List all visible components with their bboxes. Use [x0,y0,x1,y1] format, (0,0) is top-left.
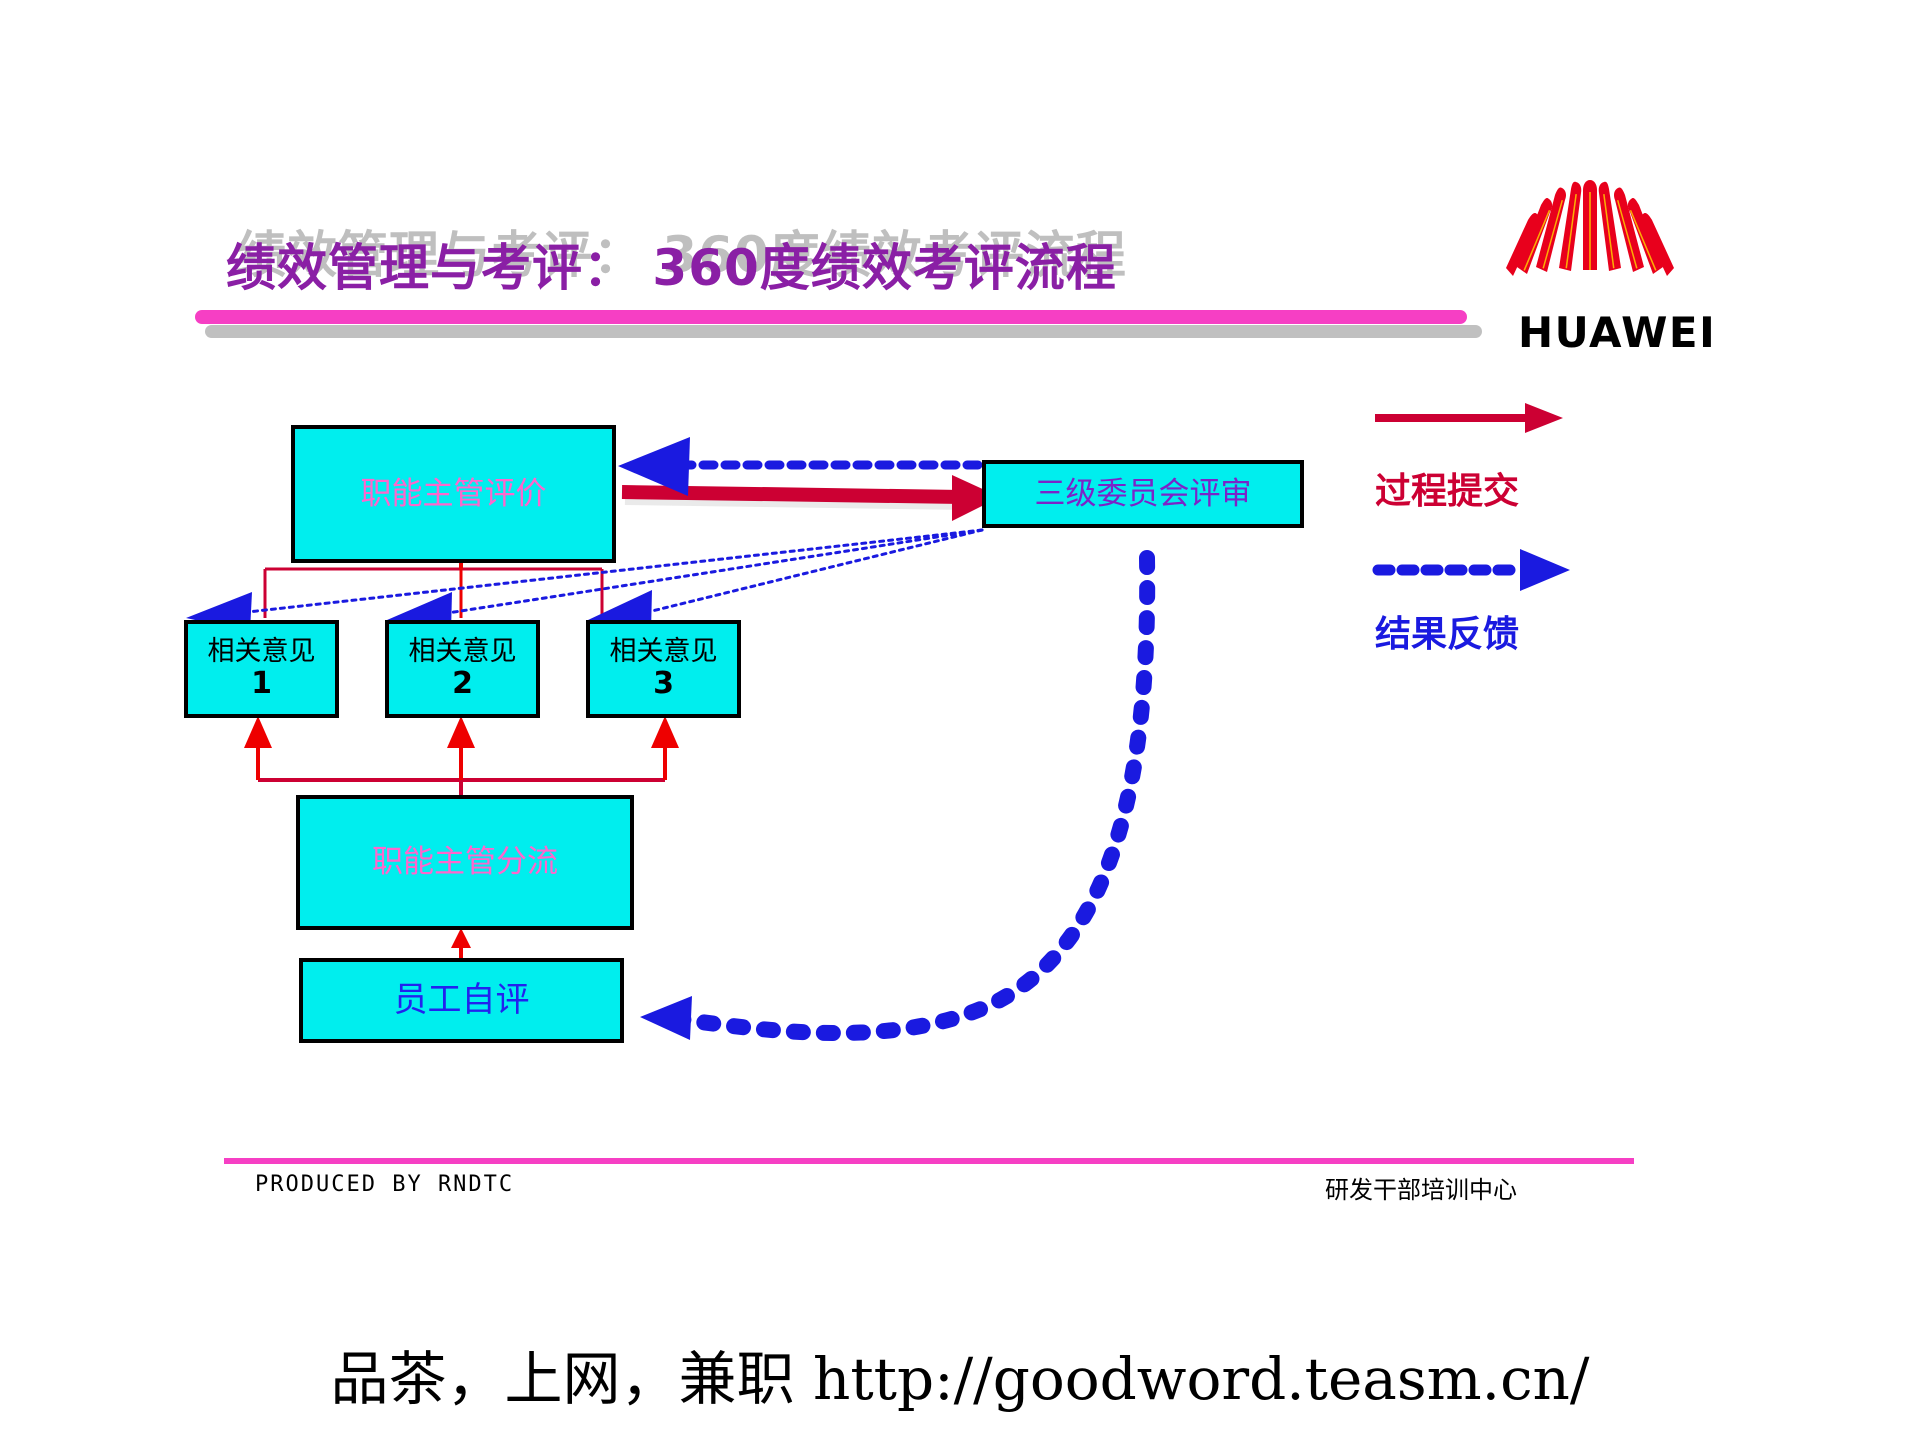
node-opinion-3-content: 相关意见 3 [609,636,718,702]
footer-rule [224,1158,1634,1164]
node-opinion-3-label: 相关意见 [609,636,718,668]
node-func-eval-label: 职能主管评价 [360,475,547,512]
huawei-fan-logo-icon [1505,178,1675,278]
node-dispatch[interactable]: 职能主管分流 [296,795,634,930]
page-title: 绩效管理与考评： 360度绩效考评流程 [226,239,1117,297]
node-self-eval-label: 员工自评 [393,980,530,1021]
node-opinion-3-number: 3 [653,666,674,702]
header-rule-shadow [205,325,1482,338]
watermark-text: 品茶，上网，兼职 http://goodword.teasm.cn/ [330,1345,1590,1413]
node-committee-label: 三级委员会评审 [1034,475,1252,512]
node-func-eval[interactable]: 职能主管评价 [291,425,616,563]
arrow-self-eval-to-dispatch [451,928,471,960]
node-opinion-1-label: 相关意见 [207,636,316,668]
header-rule [195,310,1467,324]
legend-feedback-arrow [1372,549,1570,591]
node-opinion-1-number: 1 [251,666,272,702]
footer-produced-by: PRODUCED BY RNDTC [255,1172,515,1197]
huawei-wordmark: HUAWEI [1518,308,1717,357]
node-opinion-2-content: 相关意见 2 [408,636,517,702]
arrow-committee-to-func-eval [618,437,983,496]
page-title-shadow: 绩效管理与考评： 360度绩效考评流程 [236,226,1127,284]
node-opinion-2-label: 相关意见 [408,636,517,668]
footer-center-name: 研发干部培训中心 [1325,1176,1517,1204]
legend-submit-arrow [1375,403,1563,433]
node-self-eval[interactable]: 员工自评 [299,958,624,1043]
node-committee[interactable]: 三级委员会评审 [982,460,1304,528]
legend-feedback-label: 结果反馈 [1375,614,1520,655]
node-opinion-1[interactable]: 相关意见 1 [184,620,339,718]
node-opinion-2-number: 2 [452,666,473,702]
legend-submit-label: 过程提交 [1375,471,1520,512]
arrow-func-eval-to-committee [621,475,1000,521]
node-opinion-1-content: 相关意见 1 [207,636,316,702]
node-opinion-3[interactable]: 相关意见 3 [586,620,741,718]
node-opinion-2[interactable]: 相关意见 2 [385,620,540,718]
node-dispatch-label: 职能主管分流 [372,844,558,881]
